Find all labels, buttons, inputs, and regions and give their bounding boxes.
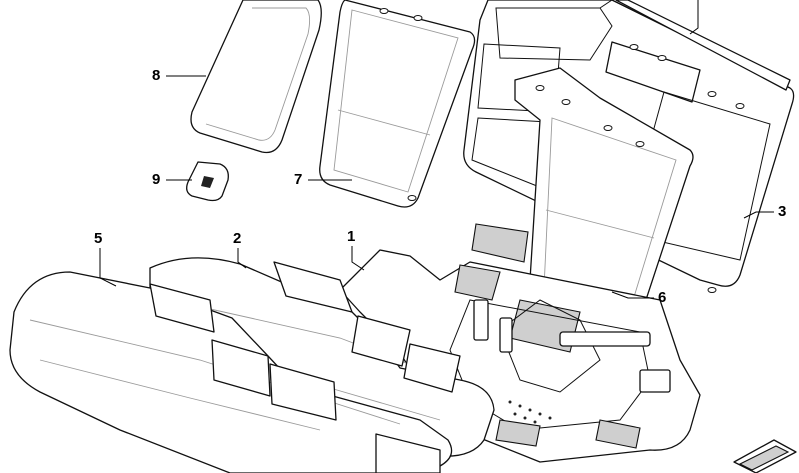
trim-strip [615,0,791,91]
part-9-clip [186,161,229,202]
callout-8: 8 [152,67,161,84]
callout-5: 5 [94,230,103,247]
callout-3: 3 [778,203,787,220]
callout-1: 1 [347,228,356,245]
part-8-side-bolster [190,0,322,154]
part-5-seat-cover [9,271,453,473]
direction-arrow-icon [733,439,797,473]
leader-lines [99,0,774,299]
callout-6: 6 [658,289,667,306]
part-7-backrest-pad [319,0,476,208]
callout-2: 2 [233,230,242,247]
callout-7: 7 [294,171,303,188]
callout-9: 9 [152,171,161,188]
part-1-seat-frame [339,249,701,463]
